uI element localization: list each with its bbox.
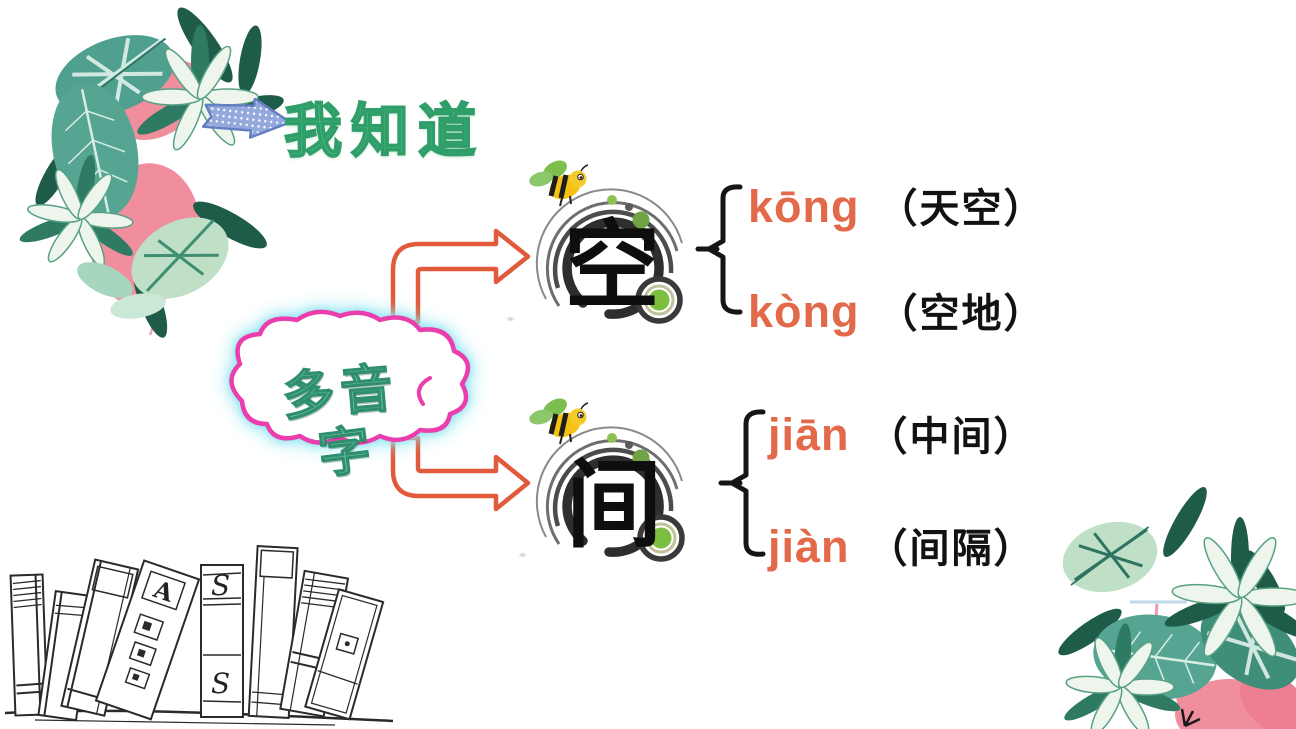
book-sketch: A — [94, 559, 201, 721]
leaf — [1058, 608, 1122, 656]
reading-row: jiàn （间隔） — [768, 516, 1036, 574]
leaf-cluster — [1058, 487, 1296, 729]
foliage-bottom-right-illustration — [1058, 487, 1296, 729]
bee-icon — [529, 160, 589, 207]
bee-pupil — [579, 414, 583, 417]
green-dots — [607, 433, 650, 467]
book-spine-letter: S — [211, 667, 230, 700]
bee-legs — [559, 433, 572, 445]
reading-row: jiān （中间） — [768, 404, 1036, 462]
bee-legs — [559, 195, 572, 207]
green-dots — [607, 195, 650, 229]
polyphonic-character-2: 间 — [566, 452, 662, 559]
book-sketch — [304, 588, 385, 721]
blue-dotted-arrow-icon — [202, 98, 292, 139]
gloss-kongdi: （空地） — [877, 292, 1046, 336]
leaf — [110, 293, 166, 319]
stray-mark — [506, 316, 515, 322]
bee-pupil — [579, 176, 583, 179]
target-dot-circle — [637, 514, 685, 562]
books-sketch-illustration: A S S — [5, 545, 394, 726]
sprig — [1180, 708, 1201, 728]
pinyin-jian4: jiàn — [768, 521, 850, 572]
book-sketch — [9, 573, 49, 717]
bee-stripes — [548, 412, 569, 437]
cloud-text-line2: 字 — [315, 420, 375, 485]
bee-antenna — [580, 402, 589, 410]
reading-row: kōng （天空） — [748, 176, 1046, 234]
star-leaf — [1064, 623, 1181, 729]
pinyin-kong1: kōng — [748, 181, 860, 232]
stray-mark — [518, 552, 527, 558]
monstera-leaf-light — [131, 217, 229, 299]
leaf — [238, 25, 262, 95]
bee-antenna — [580, 164, 589, 172]
gloss-zhongjian: （中间） — [867, 415, 1036, 459]
brace-group-1 — [695, 184, 743, 315]
char-badge-circle — [529, 398, 685, 562]
leaf — [77, 262, 133, 298]
book-spine-letter: S — [211, 569, 230, 602]
book-sketch: S S — [200, 564, 244, 718]
shelf-line — [34, 719, 336, 726]
reading-row: kòng （空地） — [748, 281, 1046, 339]
bee-icon — [529, 398, 589, 445]
star-leaf — [19, 154, 134, 267]
bee-stripes — [548, 174, 569, 199]
target-dot-circle — [635, 276, 683, 324]
thought-cloud — [229, 309, 471, 445]
star-leaf — [1164, 517, 1296, 657]
orange-arrow-bottom-icon — [390, 435, 531, 512]
monstera-leaf-light — [1062, 521, 1158, 593]
bee-wing — [529, 409, 553, 425]
gloss-jiange: （间隔） — [867, 527, 1036, 571]
brace-group-2 — [718, 409, 766, 557]
pinyin-jian1: jiān — [768, 409, 850, 460]
orange-arrow-top-icon — [390, 228, 531, 325]
polyphonic-character-1: 空 — [564, 213, 660, 320]
bee-wing — [529, 171, 553, 187]
leaf — [193, 201, 267, 249]
foliage-top-left-illustration — [19, 7, 284, 338]
gloss-tiankong: （天空） — [877, 187, 1046, 231]
char-badge-circle — [529, 160, 683, 324]
pinyin-kong4: kòng — [748, 286, 860, 337]
page-title: 我知道 — [283, 98, 486, 165]
leaf — [1163, 487, 1207, 557]
